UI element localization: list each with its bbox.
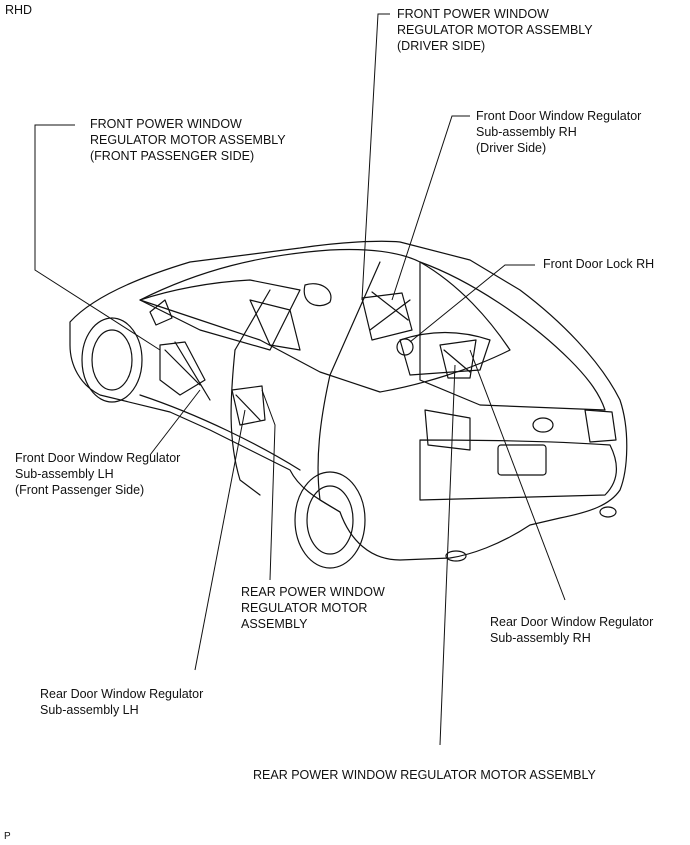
label-front-door-window-regulator-lh: Front Door Window Regulator Sub-assembly… <box>15 450 180 498</box>
label-line: Rear Door Window Regulator <box>490 615 654 629</box>
label-line: Rear Door Window Regulator <box>40 687 204 701</box>
label-line: (Driver Side) <box>476 141 547 155</box>
label-line: Sub-assembly LH <box>40 703 139 717</box>
rear-bumper <box>419 439 617 501</box>
label-line: Front Door Lock RH <box>543 257 655 271</box>
leader-fdwr-lh <box>149 389 201 456</box>
label-rear-power-window-motor-assembly: REAR POWER WINDOW REGULATOR MOTOR ASSEMB… <box>253 767 596 783</box>
leader-front-door-lock <box>409 264 535 343</box>
leader-rpw-motor <box>261 389 276 581</box>
regulator-front-rh <box>361 291 413 341</box>
leader-fpw-driver <box>361 13 390 301</box>
label-line: Sub-assembly LH <box>15 467 114 481</box>
car-body-outline <box>69 240 628 561</box>
label-line: REGULATOR MOTOR <box>241 601 368 615</box>
label-line: (DRIVER SIDE) <box>397 39 486 53</box>
label-line: Sub-assembly RH <box>476 125 577 139</box>
car-windshield <box>139 279 301 351</box>
label-line: Front Door Window Regulator <box>476 109 642 123</box>
leader-fdwr-rh <box>391 115 470 301</box>
label-line: Sub-assembly RH <box>490 631 591 645</box>
regulator-rear-rh <box>439 339 477 379</box>
leader-rdwr-rh <box>469 349 566 601</box>
rear-emblem <box>532 417 554 433</box>
label-line: REGULATOR MOTOR ASSEMBLY <box>90 133 286 147</box>
exhaust-left <box>445 550 467 562</box>
dashboard <box>249 299 301 351</box>
car-roof <box>139 248 511 393</box>
b-pillar <box>234 289 271 351</box>
label-line: REGULATOR MOTOR ASSEMBLY <box>397 23 593 37</box>
front-wheel <box>81 317 143 403</box>
rear-wheel <box>294 471 366 569</box>
leader-fpw-passenger <box>34 124 161 351</box>
c-pillar <box>329 261 381 376</box>
side-sill <box>139 394 301 471</box>
label-front-power-window-driver: FRONT POWER WINDOW REGULATOR MOTOR ASSEM… <box>397 6 593 54</box>
tail-light-left <box>424 409 471 451</box>
side-mirror <box>149 299 173 326</box>
label-line: FRONT POWER WINDOW <box>397 7 549 21</box>
label-line: (FRONT PASSENGER SIDE) <box>90 149 255 163</box>
label-line: FRONT POWER WINDOW <box>90 117 242 131</box>
label-rear-door-window-regulator-rh: Rear Door Window Regulator Sub-assembly … <box>490 614 653 646</box>
car-trunk <box>419 261 606 411</box>
rhd-tag: RHD <box>5 3 33 17</box>
license-plate <box>497 444 547 476</box>
rear-seat <box>399 331 491 376</box>
label-rear-door-window-regulator-lh: Rear Door Window Regulator Sub-assembly … <box>40 686 203 718</box>
label-line: REAR POWER WINDOW <box>241 585 385 599</box>
regulator-rear-lh <box>231 385 266 426</box>
label-line: ASSEMBLY <box>241 617 308 631</box>
exhaust-right <box>599 506 617 518</box>
footer-mark: P <box>4 831 11 842</box>
leader-rpw-motor-assembly <box>439 364 456 746</box>
label-line: REAR POWER WINDOW REGULATOR MOTOR ASSEMB… <box>253 768 596 782</box>
steering-wheel <box>303 283 332 307</box>
label-front-power-window-passenger: FRONT POWER WINDOW REGULATOR MOTOR ASSEM… <box>90 116 286 164</box>
rear-wheel-inner <box>306 485 354 555</box>
front-wheel-inner <box>91 329 133 391</box>
label-rear-power-window-motor: REAR POWER WINDOW REGULATOR MOTOR ASSEMB… <box>241 584 385 632</box>
front-door-line <box>230 349 261 496</box>
regulator-front-lh <box>159 341 211 401</box>
label-front-door-lock-rh: Front Door Lock RH <box>543 256 654 272</box>
label-line: (Front Passenger Side) <box>15 483 145 497</box>
label-front-door-window-regulator-rh: Front Door Window Regulator Sub-assembly… <box>476 108 641 156</box>
leader-rdwr-lh <box>194 409 246 671</box>
rear-door-line <box>317 374 341 513</box>
door-lock-rh <box>396 338 414 356</box>
tail-light-right <box>584 409 617 443</box>
label-line: Front Door Window Regulator <box>15 451 181 465</box>
